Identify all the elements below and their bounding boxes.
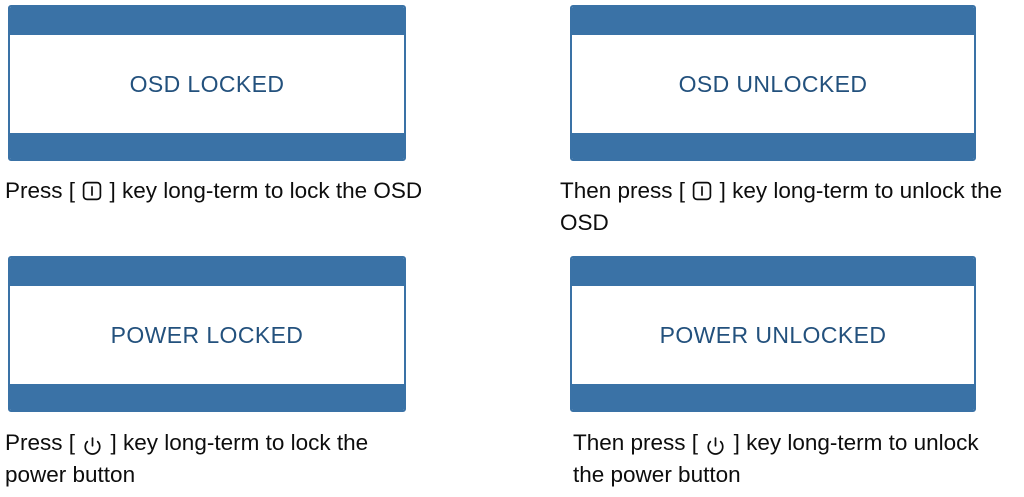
caption-text-after: ] key long-term to unlock the power butt… — [573, 430, 979, 487]
panel-top-bar — [570, 5, 976, 35]
power-key-icon — [705, 431, 726, 460]
osd-message: OSD LOCKED — [129, 70, 285, 97]
osd-message: POWER UNLOCKED — [659, 321, 887, 348]
power-key-icon — [82, 431, 103, 460]
power-unlock-caption: Then press [ ] key long-term to unlock t… — [573, 428, 1003, 489]
osd-lock-caption: Press [ ] key long-term to lock the OSD — [5, 176, 425, 208]
power-locked-panel: POWER LOCKED — [8, 256, 406, 412]
menu-key-icon — [692, 179, 712, 208]
panel-body: POWER UNLOCKED — [572, 286, 974, 384]
osd-unlocked-panel: OSD UNLOCKED — [570, 5, 976, 161]
osd-locked-panel: OSD LOCKED — [8, 5, 406, 161]
osd-message: POWER LOCKED — [110, 321, 304, 348]
panel-bottom-bar — [8, 384, 406, 412]
panel-body: OSD UNLOCKED — [572, 35, 974, 133]
caption-text-after: ] key long-term to lock the OSD — [103, 178, 423, 203]
panel-bottom-bar — [570, 133, 976, 161]
caption-text-before: Then press [ — [573, 430, 705, 455]
power-lock-caption: Press [ ] key long-term to lock the powe… — [5, 428, 425, 489]
panel-top-bar — [8, 256, 406, 286]
osd-message: OSD UNLOCKED — [678, 70, 868, 97]
osd-unlock-caption: Then press [ ] key long-term to unlock t… — [560, 176, 1022, 237]
panel-bottom-bar — [570, 384, 976, 412]
caption-text-after: ] key long-term to lock the power button — [5, 430, 369, 487]
panel-bottom-bar — [8, 133, 406, 161]
caption-text-before: Press [ — [5, 430, 82, 455]
caption-text-after: ] key long-term to unlock the OSD — [560, 178, 1003, 235]
menu-key-icon — [82, 179, 102, 208]
panel-body: OSD LOCKED — [10, 35, 404, 133]
panel-body: POWER LOCKED — [10, 286, 404, 384]
panel-top-bar — [8, 5, 406, 35]
caption-text-before: Then press [ — [560, 178, 692, 203]
caption-text-before: Press [ — [5, 178, 82, 203]
panel-top-bar — [570, 256, 976, 286]
power-unlocked-panel: POWER UNLOCKED — [570, 256, 976, 412]
